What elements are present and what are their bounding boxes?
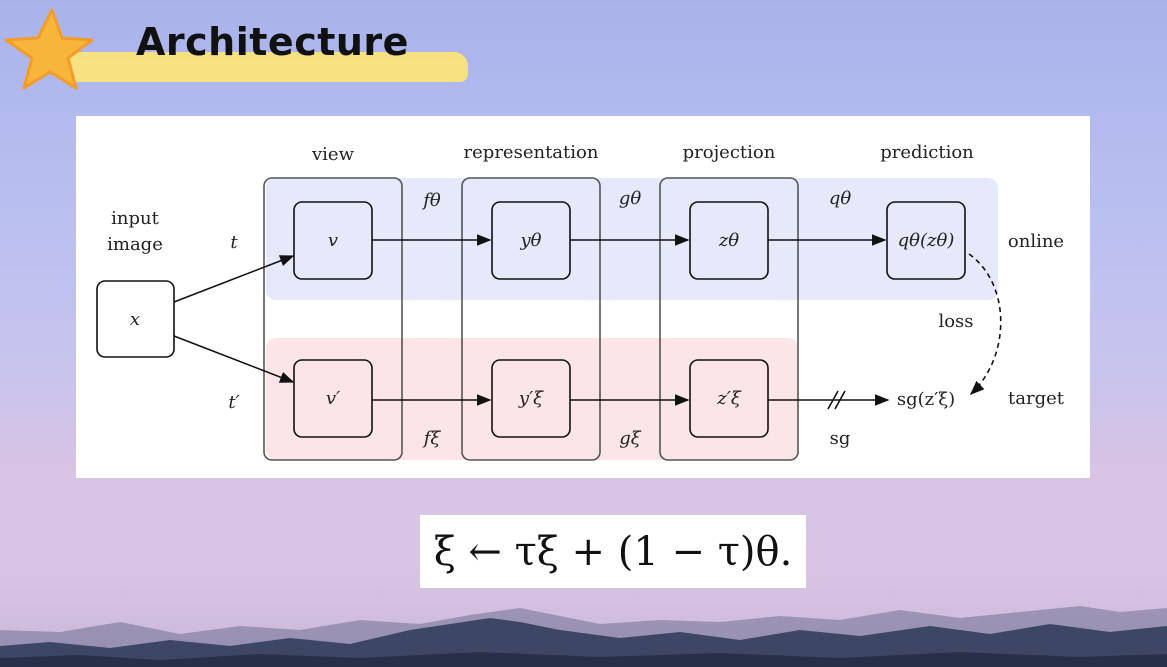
augment-label-online: t — [230, 232, 238, 253]
target-output-label: sg(z′ξ) — [897, 389, 955, 410]
star-icon — [4, 8, 94, 90]
online-branch-band — [266, 178, 998, 300]
stage-label-representation: representation — [464, 142, 599, 163]
target-f-label: fξ — [422, 428, 442, 449]
ema-update-formula: ξ ← τξ + (1 − τ)θ. — [420, 515, 806, 588]
view-column-frame — [263, 177, 403, 461]
stage-label-projection: projection — [683, 142, 776, 163]
slide-title-banner: Architecture — [0, 0, 480, 100]
input-node-label: x — [130, 309, 140, 330]
architecture-diagram: view representation projection predictio… — [76, 116, 1090, 478]
title-highlight-brush — [70, 52, 468, 82]
stop-gradient-slash-2 — [834, 390, 846, 410]
online-projection-label: zθ — [718, 230, 739, 251]
target-representation-label: y′ξ — [518, 388, 544, 409]
input-label-line2: image — [107, 234, 163, 255]
slide-title: Architecture — [136, 20, 409, 64]
architecture-diagram-svg: view representation projection predictio… — [96, 142, 1065, 461]
target-branch-label: target — [1008, 388, 1065, 409]
online-branch-label: online — [1008, 231, 1064, 252]
online-q-label: qθ — [829, 188, 852, 209]
target-g-label: gξ — [619, 428, 642, 449]
stop-gradient-label: sg — [830, 428, 851, 449]
input-label-line1: input — [111, 208, 159, 229]
online-prediction-node — [886, 201, 966, 280]
target-view-label: v′ — [326, 388, 340, 409]
augment-label-target: t′ — [228, 392, 239, 413]
representation-column-frame — [461, 177, 601, 461]
input-node — [96, 280, 175, 358]
online-f-label: fθ — [421, 190, 441, 211]
augment-arrow-online — [173, 255, 295, 303]
online-prediction-label: qθ(zθ) — [898, 230, 955, 251]
stage-label-prediction: prediction — [880, 142, 974, 163]
projection-column-frame — [659, 177, 799, 461]
loss-label: loss — [938, 311, 973, 332]
online-view-label: v — [328, 230, 338, 251]
augment-arrow-target — [173, 335, 295, 383]
target-projection-label: z′ξ — [716, 388, 742, 409]
stop-gradient-slash-1 — [827, 390, 839, 410]
online-g-label: gθ — [619, 188, 642, 209]
stage-label-view: view — [311, 144, 355, 165]
loss-dashed-arrow — [968, 253, 1002, 395]
target-view-node — [293, 359, 373, 438]
mountain-silhouette — [0, 606, 1167, 667]
target-representation-node — [491, 359, 571, 438]
online-representation-label: yθ — [519, 230, 541, 251]
target-projection-node — [689, 359, 769, 438]
